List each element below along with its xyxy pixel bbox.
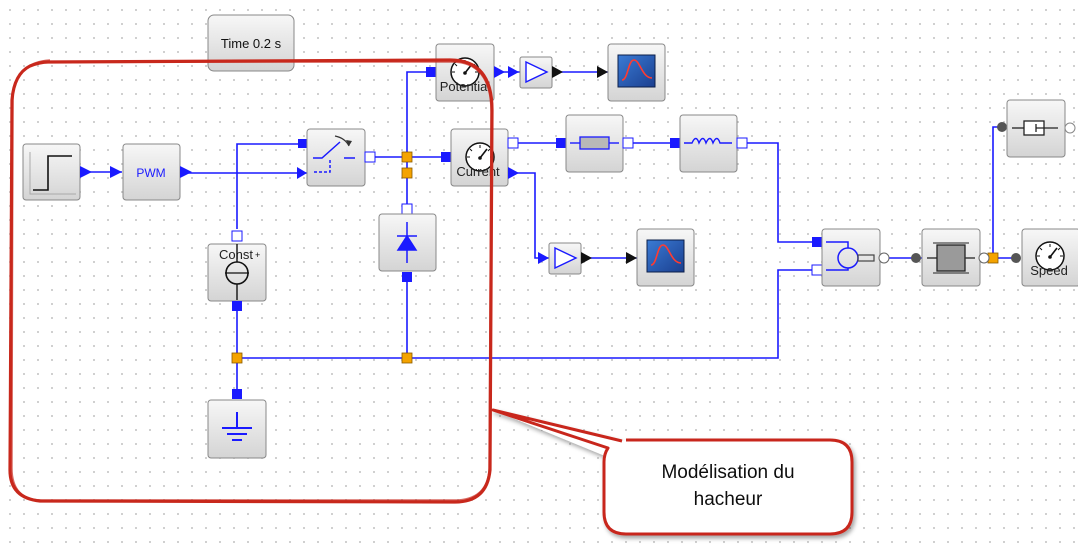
output-port [80,166,92,178]
output-port [364,151,376,163]
output-port [494,66,505,78]
scope-block-1[interactable] [597,43,666,102]
step-axes [29,152,76,195]
damper-icon [1012,120,1058,136]
wire-inductor-motor [736,142,817,243]
negative-port [232,301,242,311]
gauge-icon [1035,241,1065,271]
input-flange [1011,253,1021,263]
diode-icon [396,222,418,263]
input-port [626,252,637,264]
output-port [507,137,519,149]
time-label: Time 0.2 s [221,36,282,51]
input-flange [997,122,1007,132]
node-ground-left [231,352,243,364]
input-port [441,152,451,162]
input-port [538,252,549,264]
input-port [508,66,519,78]
step-source-block[interactable] [22,143,92,201]
resistor-icon [570,136,619,150]
shaft-port [878,252,890,264]
switch-block[interactable] [297,128,376,187]
gain-triangle-icon [525,60,549,84]
output-port [402,272,412,282]
annotation-line-2: hacheur [694,489,763,510]
const-label: Const [219,247,253,262]
potential-label: Potential [440,79,491,94]
control-port [297,167,307,179]
input-port [597,66,608,78]
signal-output-port [508,167,519,179]
damper-block[interactable] [997,99,1076,158]
input-port [298,139,307,148]
constant-voltage-block[interactable]: Const + [207,230,267,311]
dc-motor-block[interactable] [811,228,890,287]
time-block[interactable]: Time 0.2 s [207,14,295,72]
output-port [736,137,748,149]
inertia-icon [927,242,975,274]
ground-block[interactable] [207,389,267,459]
input-port [401,203,413,215]
input-port [670,138,680,148]
input-port [556,138,566,148]
output-flange [1064,122,1076,134]
gain-triangle-icon [554,246,578,270]
inertia-block[interactable] [911,228,990,287]
diode-block[interactable] [378,203,437,282]
output-port [581,252,592,264]
output-flange [978,252,990,264]
ground-port [232,389,242,399]
resistor-block[interactable] [556,114,634,173]
current-sensor-block[interactable]: Current [441,128,519,187]
annotation-callout: Modélisation du hacheur [491,408,854,536]
output-port [180,166,192,178]
potential-sensor-block[interactable]: Potential [426,43,505,102]
scope-screen-icon [617,54,656,88]
chopper-outline [8,58,494,504]
output-port [552,66,563,78]
gain-block-2[interactable] [538,242,592,275]
scope-screen-icon [646,239,685,273]
wire-ground-motor [237,269,817,359]
input-port [110,166,122,178]
inductor-icon [684,137,732,145]
pwm-block[interactable]: PWM [110,143,192,201]
wire-current-gain [508,172,550,259]
input-flange [911,253,921,263]
positive-port [231,230,243,242]
wire-const-switch [236,143,307,229]
voltage-source-icon [225,244,249,300]
input-port [426,67,436,77]
speed-label: Speed [1030,263,1068,278]
plus-sign: + [255,250,260,260]
ground-icon [222,412,252,441]
gain-block-1[interactable] [508,56,563,89]
node-diode-top [401,167,413,179]
negative-port [811,264,823,276]
wire-node-damper [992,126,1006,258]
node-ground-right [401,352,413,364]
speed-sensor-block[interactable]: Speed [1011,228,1078,287]
inductor-block[interactable] [670,114,748,173]
annotation-line-1: Modélisation du [661,462,794,483]
motor-icon [826,241,875,271]
positive-port [812,237,822,247]
current-label: Current [456,164,500,179]
scope-block-2[interactable] [626,228,695,287]
pwm-label: PWM [136,166,165,180]
step-icon [33,155,72,191]
switch-icon [313,141,355,173]
node-switch-output [401,151,413,163]
output-port [622,137,634,149]
